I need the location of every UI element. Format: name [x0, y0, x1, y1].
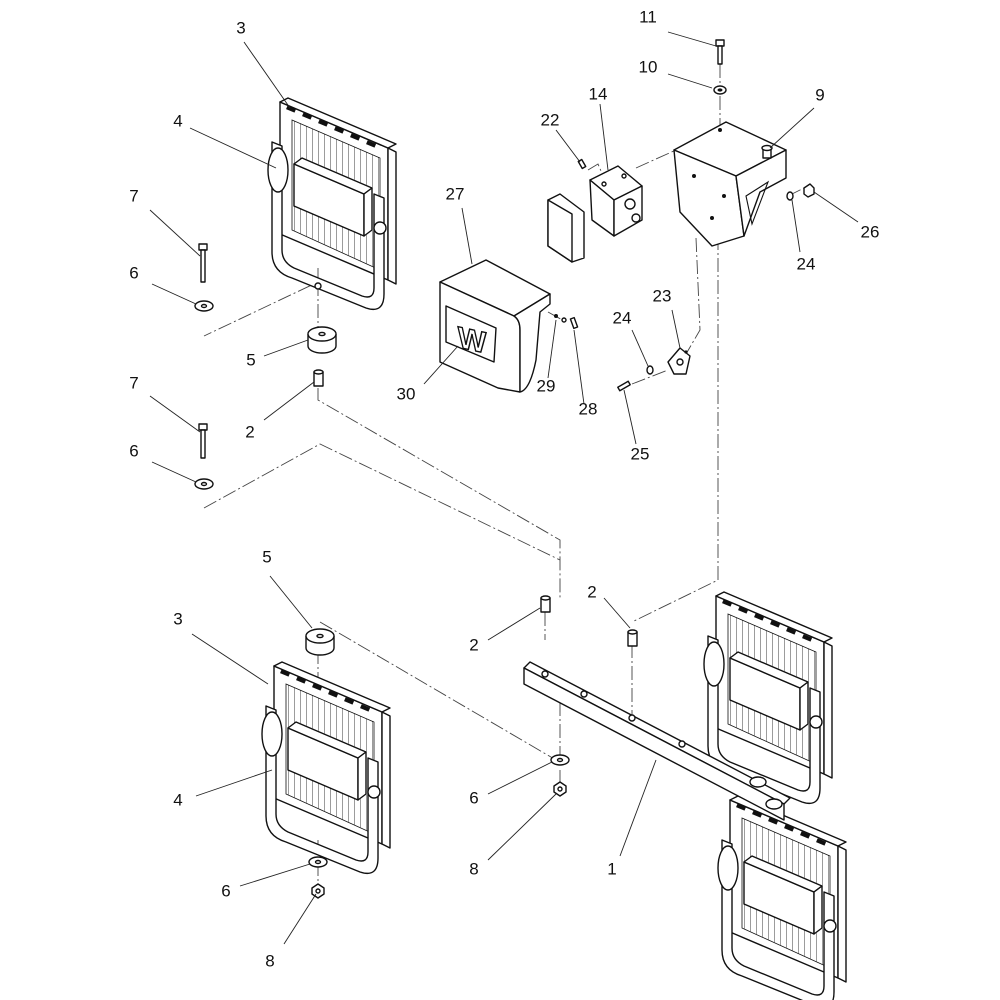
callout-25: 25	[631, 444, 650, 463]
callout-30: 30	[397, 384, 416, 403]
lamp-mount-hole	[314, 282, 322, 290]
callout-5: 5	[246, 350, 255, 369]
callout-28: 28	[579, 399, 598, 418]
callout-24: 24	[613, 308, 632, 327]
callout-6: 6	[129, 263, 138, 282]
callout-7: 7	[129, 186, 138, 205]
callout-11: 11	[639, 7, 657, 26]
hardware	[194, 243, 638, 899]
callout-1: 1	[607, 859, 616, 878]
callout-8: 8	[265, 951, 274, 970]
callout-6: 6	[469, 788, 478, 807]
callout-23: 23	[653, 286, 672, 305]
cover-logo: W	[458, 322, 487, 361]
clip-assembly	[617, 347, 691, 392]
callout-2: 2	[587, 582, 596, 601]
callout-3: 3	[173, 609, 182, 628]
mounting-bracket	[673, 39, 815, 247]
work-lamp-bottom-left	[261, 661, 391, 875]
callout-24: 24	[797, 254, 816, 273]
cover-housing: W	[439, 259, 579, 393]
callout-27: 27	[446, 184, 465, 203]
callout-labels: 3 4 7 6 5 2 7 6 5 3 2 2 4 6 8 6 8 1 11 1…	[129, 7, 879, 970]
callout-7: 7	[129, 373, 138, 392]
callout-5: 5	[262, 547, 271, 566]
callout-9: 9	[815, 85, 824, 104]
callout-26: 26	[861, 222, 880, 241]
callout-8: 8	[469, 859, 478, 878]
leader-lines	[149, 31, 859, 945]
callout-22: 22	[541, 110, 560, 129]
callout-29: 29	[537, 376, 556, 395]
callout-6: 6	[129, 441, 138, 460]
control-module	[547, 158, 643, 263]
callout-4: 4	[173, 111, 182, 130]
work-lamp-top-left	[267, 97, 397, 311]
callout-3: 3	[236, 18, 245, 37]
callout-6: 6	[221, 881, 230, 900]
callout-14: 14	[589, 84, 608, 103]
mounting-bar	[523, 661, 791, 821]
callout-10: 10	[639, 57, 658, 76]
work-lamp-right-lower	[717, 795, 847, 1000]
callout-2: 2	[469, 635, 478, 654]
callout-4: 4	[173, 790, 182, 809]
callout-2: 2	[245, 422, 254, 441]
